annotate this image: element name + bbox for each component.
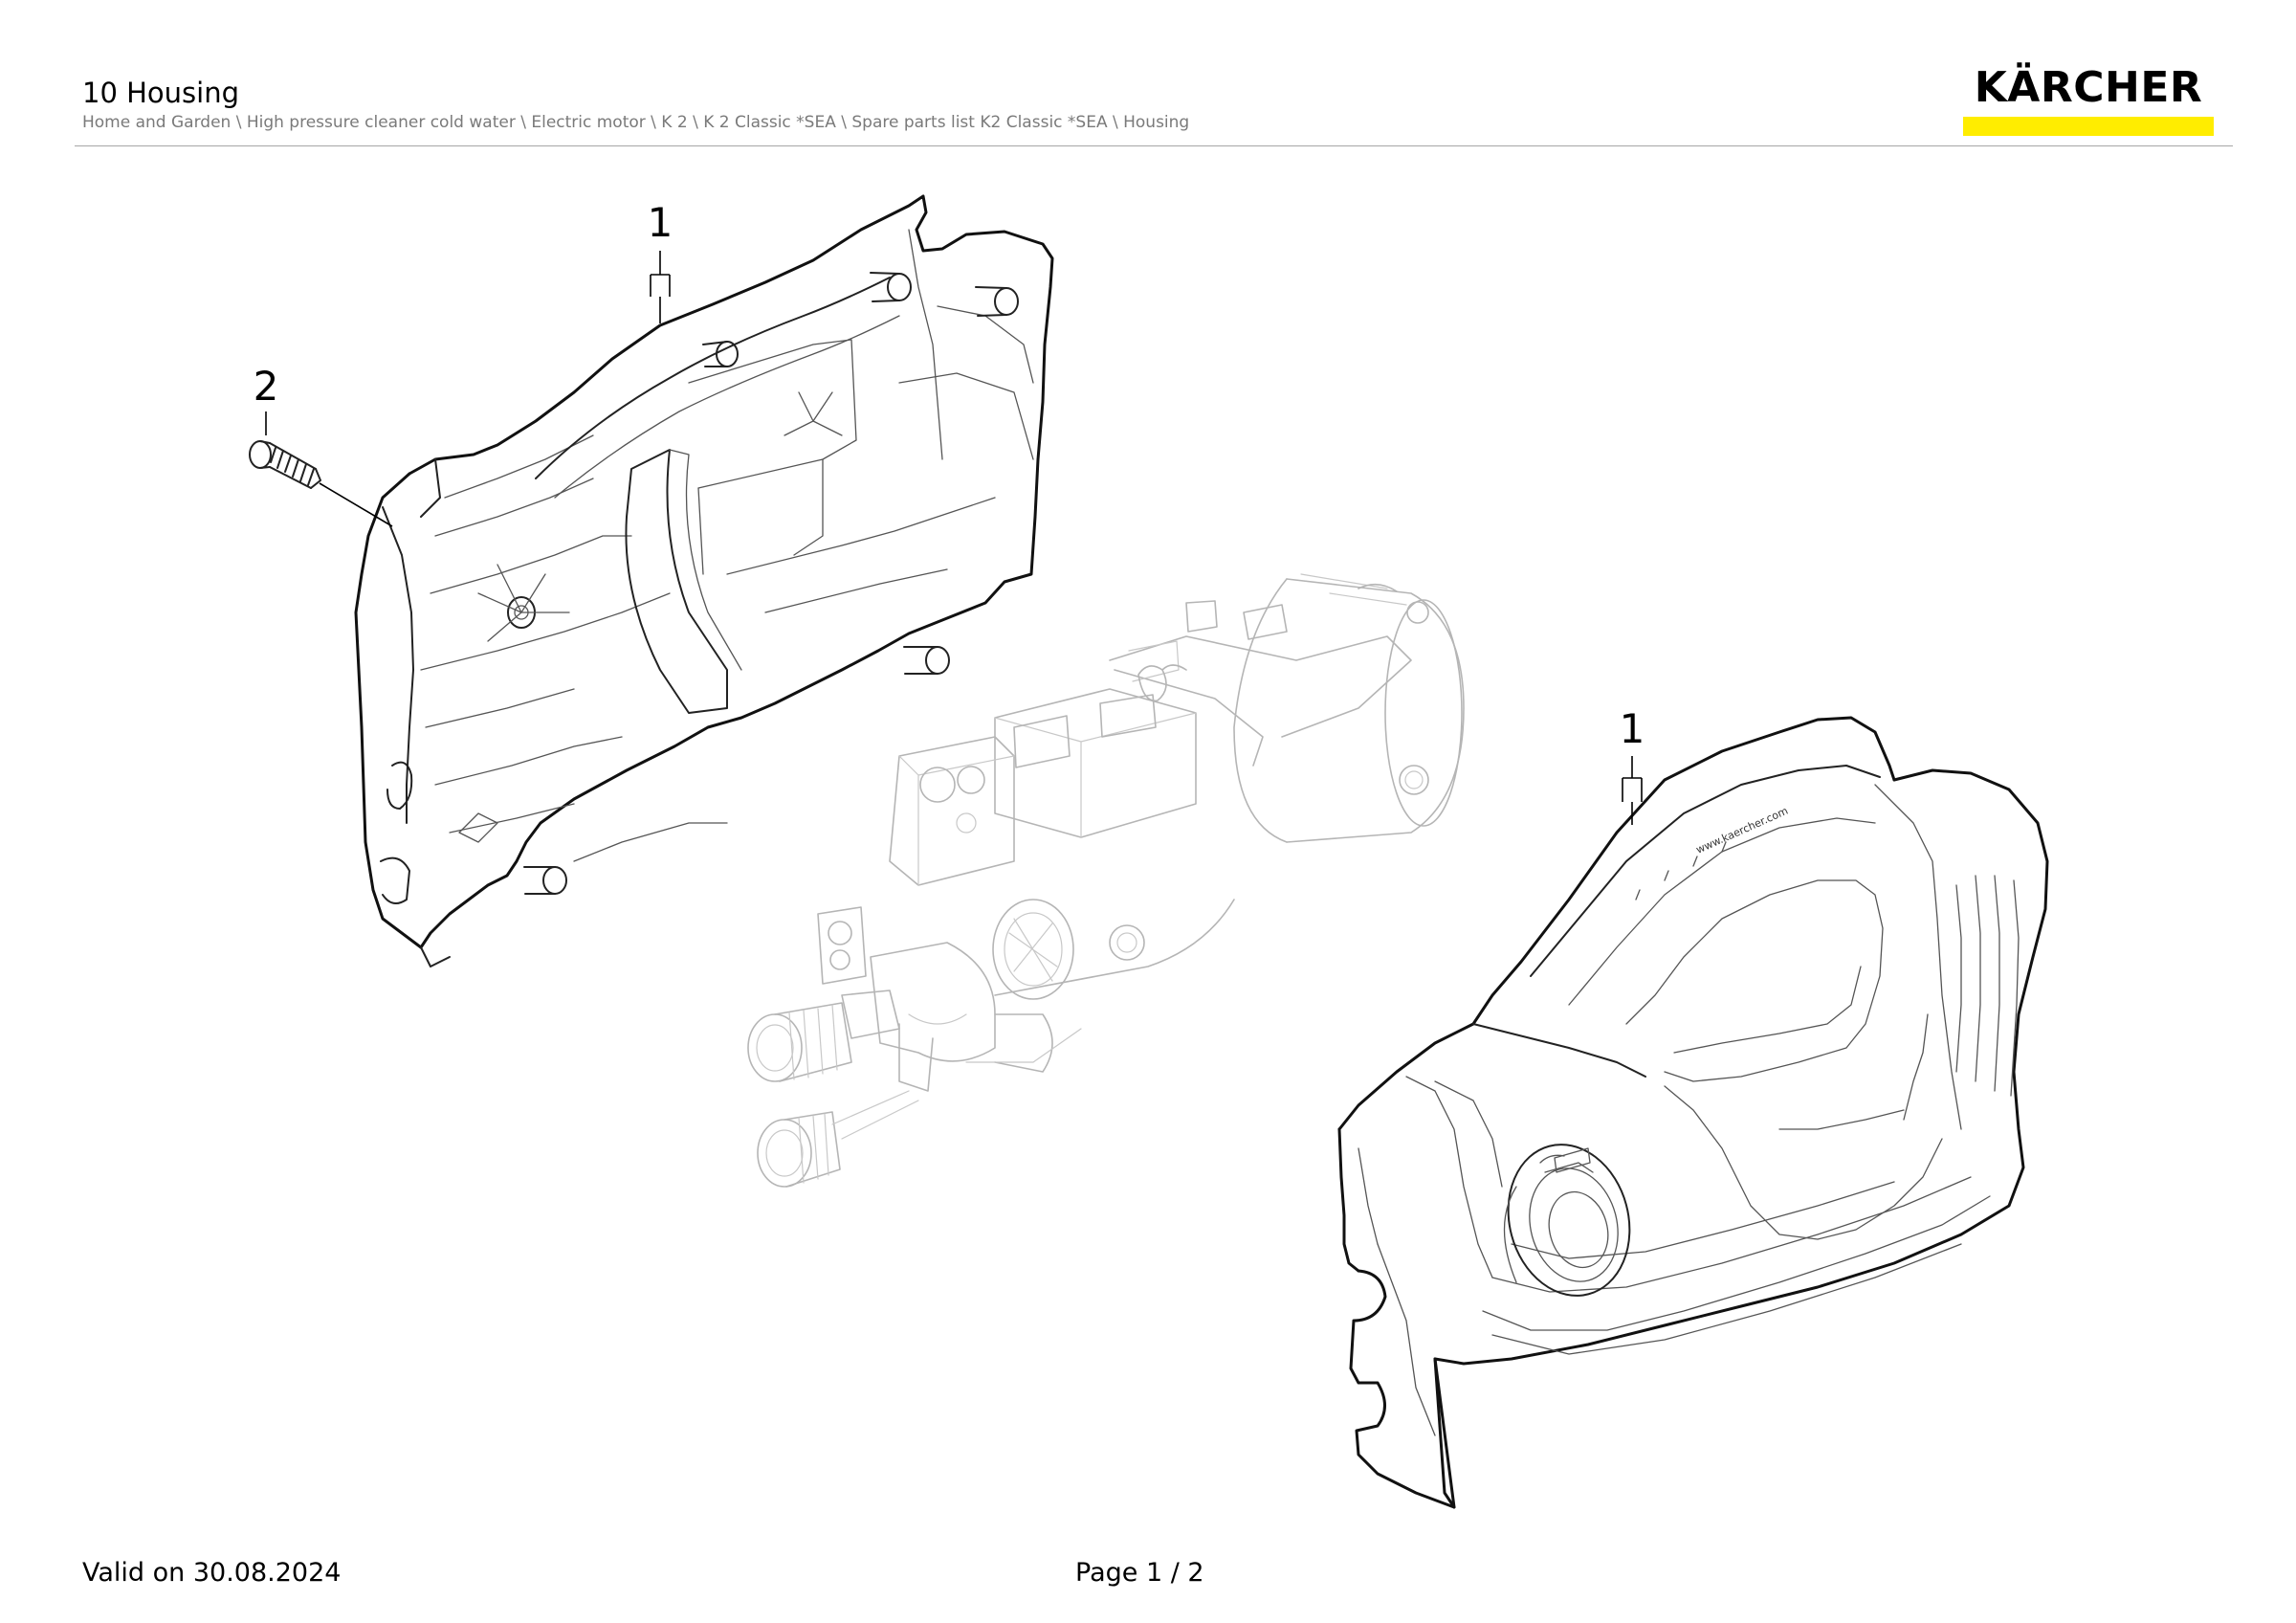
karcher-logo: KÄRCHER [1963, 65, 2214, 138]
housing-front-half: www.kaercher.com [1337, 716, 2049, 1509]
screw-leader-line [319, 482, 393, 527]
callout-label: 1 [648, 199, 673, 246]
logo-wordmark: KÄRCHER [1974, 63, 2203, 112]
housing-rear-half [354, 194, 1054, 967]
logo-yellow-bar [1963, 117, 2214, 136]
header-divider [75, 145, 2233, 146]
callout-1-rear: 1 [648, 199, 673, 323]
callout-2-screw: 2 [254, 363, 279, 435]
pump-motor-assembly [747, 573, 1465, 1188]
breadcrumb: Home and Garden \ High pressure cleaner … [82, 113, 1190, 132]
valid-date: Valid on 30.08.2024 [82, 1558, 342, 1588]
screw [249, 440, 321, 489]
callout-label: 1 [1620, 705, 1645, 752]
callout-1-front: 1 [1620, 705, 1645, 825]
handle-embossed-text: www.kaercher.com [1694, 805, 1790, 856]
page-number: Page 1 / 2 [1075, 1558, 1204, 1588]
callout-label: 2 [254, 363, 279, 410]
page-title: 10 Housing [82, 77, 240, 109]
